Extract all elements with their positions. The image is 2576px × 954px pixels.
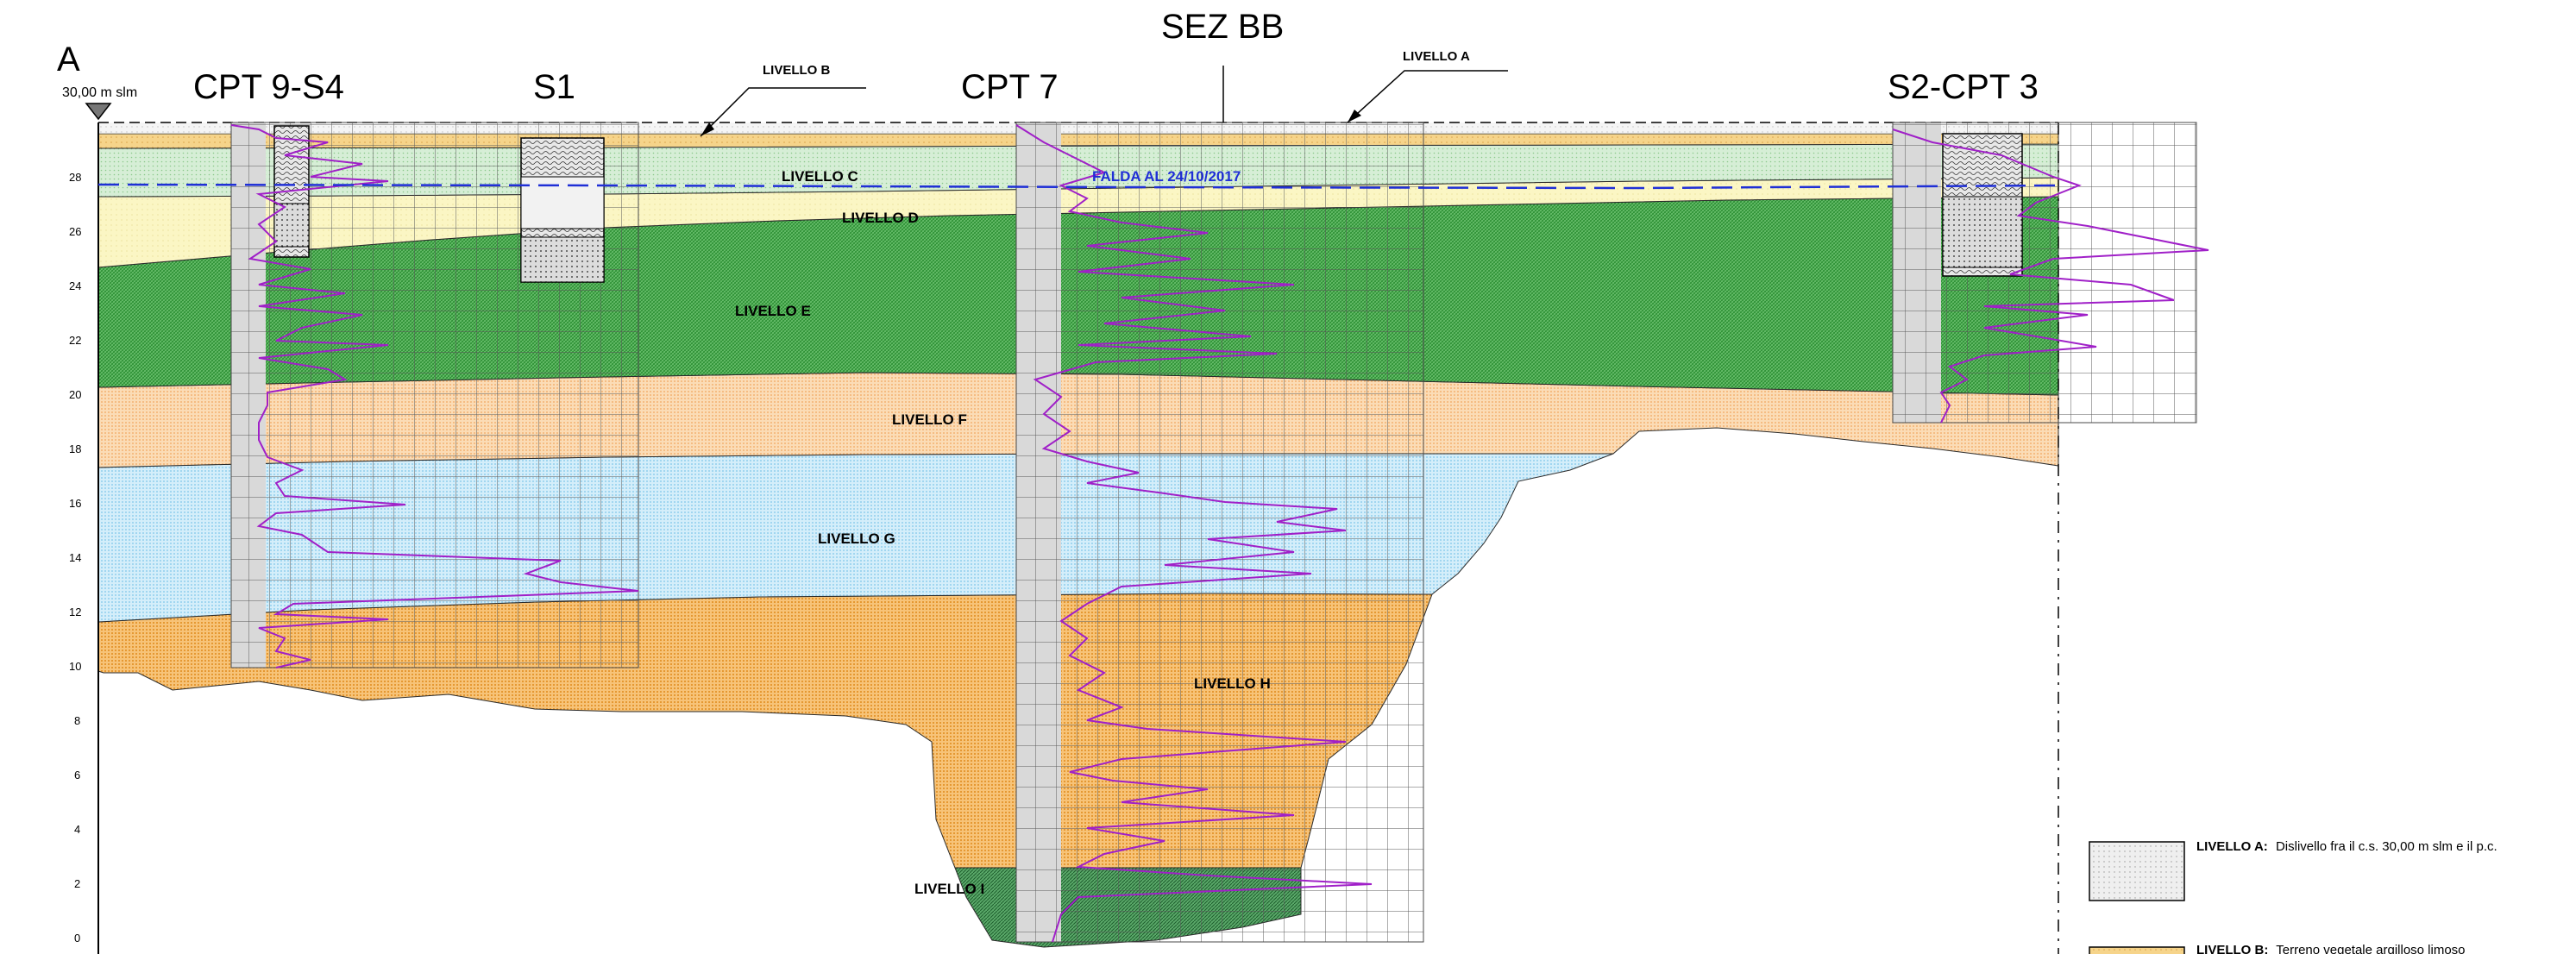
- axis-tick-24: 24: [69, 279, 81, 292]
- axis-tick-6: 6: [74, 769, 80, 781]
- legend-text-level-a: Dislivello fra il c.s. 30,00 m slm e il …: [2276, 839, 2497, 854]
- leader-lines: [700, 66, 1508, 137]
- borehole-log-segment: [520, 176, 605, 229]
- labels: A 30,00 m slm SEZ BB CPT 9-S4 S1 CPT 7 S…: [57, 8, 2039, 897]
- borehole-s2cpt3: [1892, 122, 2209, 424]
- borehole-label-s1: S1: [533, 68, 575, 106]
- arrow-level-b-icon: [701, 122, 714, 136]
- level-label-c: LIVELLO C: [782, 168, 858, 185]
- axis-tick-26: 26: [69, 225, 81, 238]
- axis-tick-8: 8: [74, 714, 80, 727]
- level-label-g: LIVELLO G: [818, 530, 895, 547]
- axis-tick-12: 12: [69, 606, 81, 618]
- cpt-grid: [1892, 122, 2197, 424]
- level-label-i: LIVELLO I: [914, 881, 984, 897]
- legend-text-level-b: Terreno vegetale argilloso limoso: [2276, 943, 2465, 954]
- legend-name-level-b: LIVELLO B:: [2196, 943, 2268, 954]
- cpt-trace: [1892, 129, 2209, 424]
- borehole-log-segment: [520, 236, 605, 283]
- cpt-trace: [1015, 124, 1373, 943]
- axis-tick-20: 20: [69, 388, 81, 401]
- level-label-e: LIVELLO E: [735, 303, 811, 319]
- borehole-s1: [520, 137, 605, 283]
- leader-level-a: [1347, 70, 1508, 123]
- axis-tick-22: 22: [69, 334, 81, 347]
- borehole-label-s2cpt3: S2-CPT 3: [1888, 68, 2039, 106]
- axis-tick-18: 18: [69, 442, 81, 455]
- datum-triangle-icon: [85, 103, 112, 121]
- leader-level-b: [700, 87, 866, 137]
- axis-tick-2: 2: [74, 877, 80, 890]
- borehole-label-cpt9s4: CPT 9-S4: [193, 68, 344, 106]
- legend-entry-level-a: LIVELLO A: Dislivello fra il c.s. 30,00 …: [2196, 839, 2497, 854]
- axis-tick-0: 0: [74, 932, 80, 945]
- elevation-axis: 28 26 24 22 20 18 16 14 12 10 8 6 4 2 0: [69, 171, 81, 945]
- level-label-b: LIVELLO B: [763, 63, 831, 78]
- cpt-trace: [230, 124, 639, 668]
- cpt-grid: [1015, 122, 1424, 943]
- water-table-line: [97, 183, 2059, 190]
- axis-tick-16: 16: [69, 497, 81, 510]
- legend-swatch-level-b: [2089, 946, 2185, 954]
- level-label-d: LIVELLO D: [842, 210, 919, 226]
- axis-tick-28: 28: [69, 171, 81, 184]
- legend-name-level-a: LIVELLO A:: [2196, 839, 2268, 854]
- axis-tick-10: 10: [69, 660, 81, 673]
- level-label-a: LIVELLO A: [1403, 49, 1470, 64]
- water-table: [97, 183, 2059, 190]
- legend-entry-level-b: LIVELLO B: Terreno vegetale argilloso li…: [2196, 943, 2466, 954]
- axis-tick-14: 14: [69, 551, 81, 564]
- borehole-log-segment: [1942, 196, 2023, 268]
- legend-swatch-level-a: [2089, 841, 2185, 901]
- corner-label: A: [57, 41, 80, 78]
- falda-label: FALDA AL 24/10/2017: [1092, 168, 1241, 185]
- legend: LIVELLO A: Dislivello fra il c.s. 30,00 …: [2089, 839, 2497, 954]
- arrow-level-a-icon: [1348, 110, 1361, 122]
- borehole-label-cpt7: CPT 7: [961, 68, 1059, 106]
- level-label-h: LIVELLO H: [1194, 675, 1271, 692]
- borehole-cpt7: [1015, 122, 1424, 943]
- axis-tick-4: 4: [74, 823, 80, 836]
- section-title: SEZ BB: [1161, 8, 1284, 46]
- datum-label: 30,00 m slm: [62, 85, 137, 100]
- level-label-f: LIVELLO F: [892, 411, 967, 428]
